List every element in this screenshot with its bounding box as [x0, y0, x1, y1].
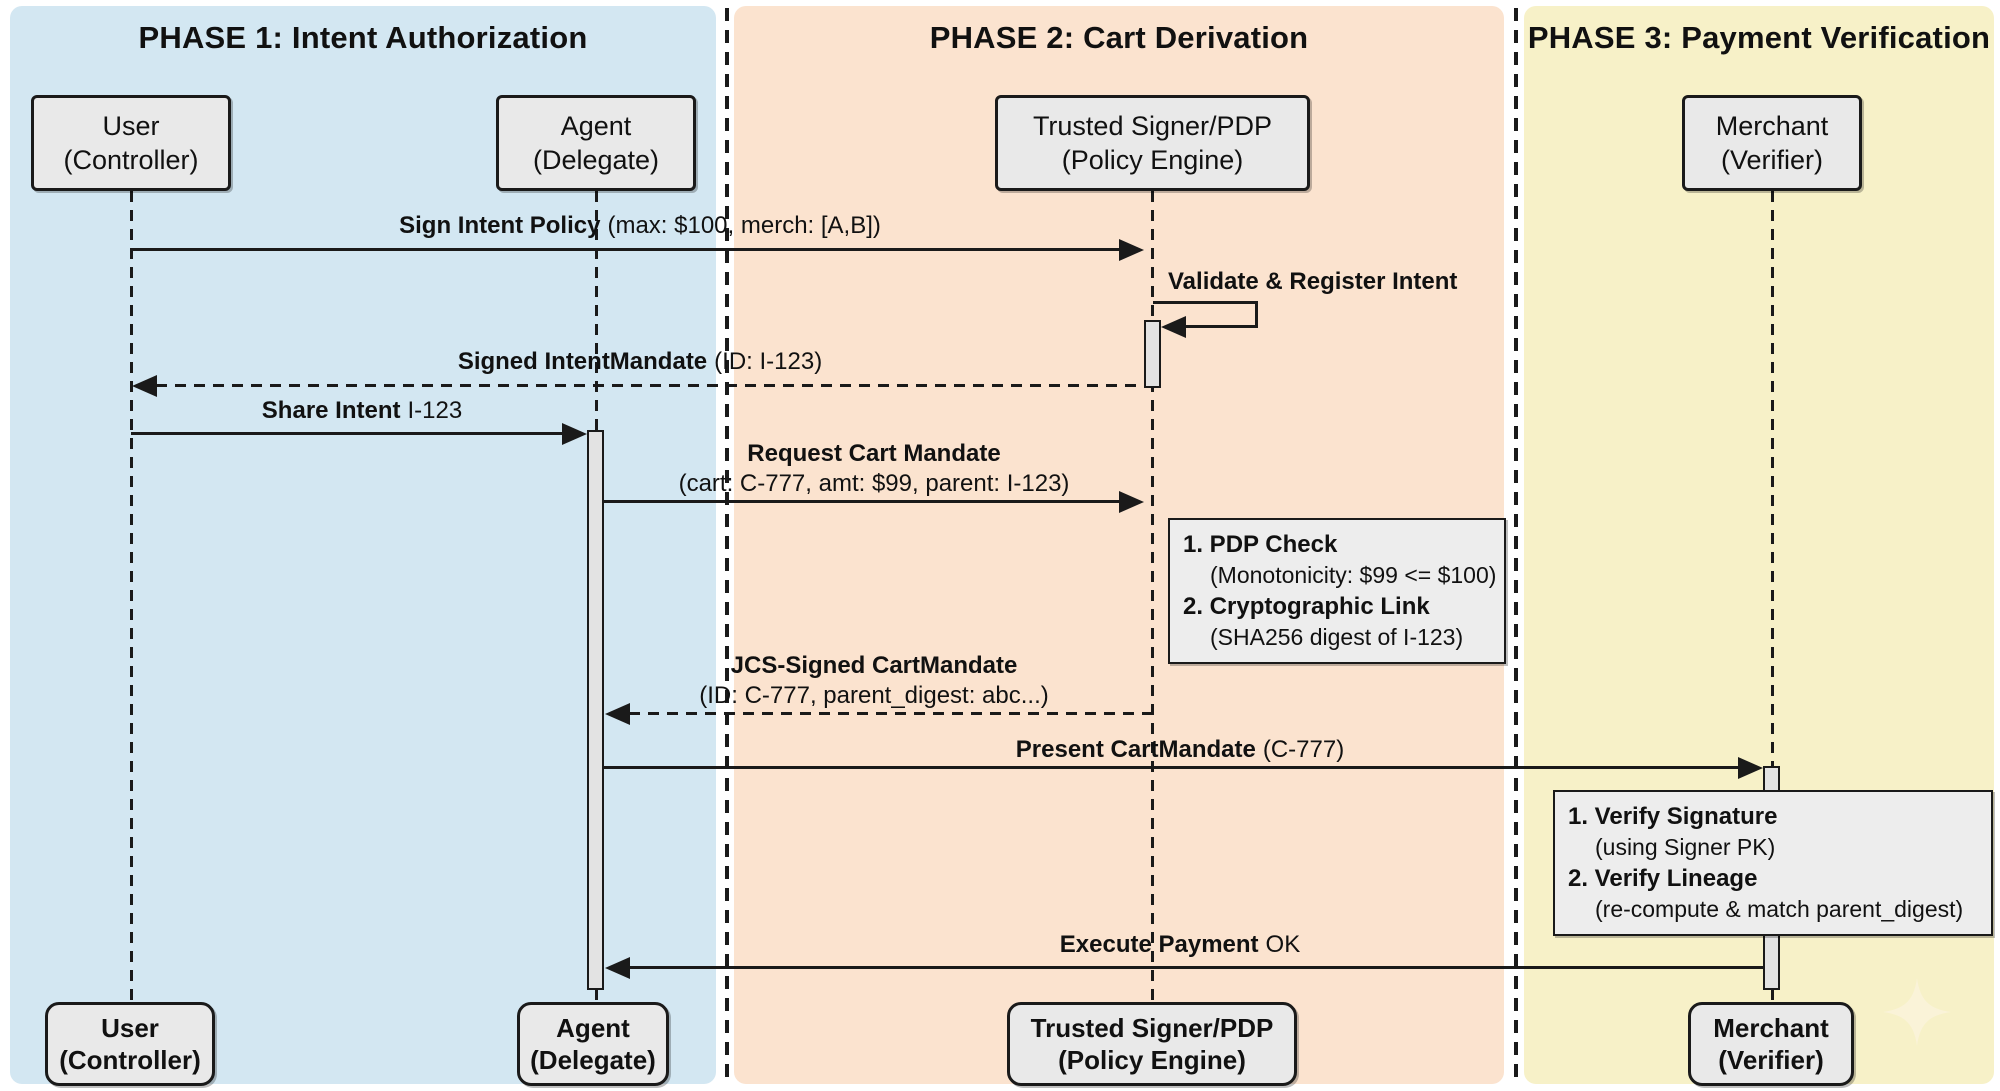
note-item-title: 1. Verify Signature [1568, 803, 1778, 830]
msg-text: JCS-Signed CartMandate [730, 652, 1018, 679]
msg-jcs-cart-line [629, 712, 1151, 715]
participant-user-top: User (Controller) [31, 95, 231, 191]
msg-execute-line [629, 966, 1763, 969]
msg-request-cart-arrowhead [1119, 491, 1144, 513]
participant-merchant-top: Merchant (Verifier) [1682, 95, 1862, 191]
msg-text: Sign Intent Policy [399, 212, 601, 239]
note-item-detail: (re-compute & match parent_digest) [1595, 896, 1964, 922]
participant-name: Agent [560, 111, 632, 141]
msg-validate-loop-top [1153, 301, 1258, 304]
msg-validate-loop-bottom [1184, 325, 1258, 328]
msg-sign-intent-label: Sign Intent Policy(max: $100, merch: [A,… [399, 212, 881, 240]
msg-jcs-cart-label: JCS-Signed CartMandate [731, 652, 1018, 680]
msg-jcs-cart-detail: (ID: C-777, parent_digest: abc...) [699, 682, 1049, 710]
participant-name: User [102, 111, 160, 141]
msg-text: Signed IntentMandate [457, 348, 708, 375]
participant-role: (Verifier) [1718, 1045, 1824, 1075]
msg-request-cart-line [604, 500, 1122, 503]
note-item-detail: (SHA256 digest of I-123) [1210, 624, 1464, 650]
participant-name: Agent [556, 1013, 630, 1043]
note-item-detail: (Monotonicity: $99 <= $100) [1210, 562, 1497, 588]
phase3-title: PHASE 3: Payment Verification [1527, 20, 1991, 55]
participant-role: (Policy Engine) [1061, 145, 1244, 175]
msg-execute-arrowhead [605, 957, 630, 979]
activation-bar-agent [587, 430, 604, 990]
participant-name: Merchant [1713, 1013, 1829, 1043]
msg-text: Present CartMandate [1015, 736, 1256, 763]
msg-signed-mandate-label: Signed IntentMandate(ID: I-123) [458, 348, 822, 376]
msg-text: Validate & Register Intent [1168, 268, 1458, 295]
participant-merchant-bottom: Merchant (Verifier) [1688, 1002, 1854, 1086]
participant-name: User [101, 1013, 159, 1043]
msg-validate-arrowhead [1161, 316, 1186, 338]
participant-role: (Delegate) [532, 145, 660, 175]
phase1-title: PHASE 1: Intent Authorization [138, 20, 588, 55]
msg-text: Execute Payment [1059, 931, 1259, 958]
participant-name: Trusted Signer/PDP [1030, 1013, 1274, 1043]
msg-detail: (cart: C-777, amt: $99, parent: I-123) [678, 470, 1070, 497]
phase2-title: PHASE 2: Cart Derivation [929, 20, 1309, 55]
msg-text: Share Intent [261, 397, 401, 424]
msg-validate-label: Validate & Register Intent [1168, 268, 1457, 296]
msg-present-cart-line [604, 766, 1740, 769]
msg-request-cart-detail: (cart: C-777, amt: $99, parent: I-123) [679, 470, 1070, 498]
note-item-title: 1. PDP Check [1183, 531, 1338, 558]
msg-present-cart-label: Present CartMandate(C-777) [1016, 736, 1344, 764]
msg-present-cart-arrowhead [1738, 757, 1763, 779]
phase-separator-2-3 [1514, 8, 1518, 1086]
participant-role: (Verifier) [1720, 145, 1823, 175]
phase-separator-1-2 [725, 8, 729, 1086]
participant-signer-bottom: Trusted Signer/PDP (Policy Engine) [1007, 1002, 1297, 1086]
participant-name: Trusted Signer/PDP [1032, 111, 1273, 141]
msg-share-intent-arrowhead [562, 423, 587, 445]
msg-text: Request Cart Mandate [747, 440, 1001, 467]
note-item-title: 2. Verify Lineage [1568, 865, 1758, 892]
participant-agent-bottom: Agent (Delegate) [517, 1002, 669, 1086]
msg-detail: (ID: I-123) [714, 348, 823, 375]
lifeline-signer [1151, 191, 1154, 1002]
msg-detail: (max: $100, merch: [A,B]) [607, 212, 881, 239]
participant-role: (Delegate) [530, 1045, 656, 1075]
note-item-title: 2. Cryptographic Link [1183, 593, 1430, 620]
participant-role: (Policy Engine) [1058, 1045, 1246, 1075]
participant-agent-top: Agent (Delegate) [496, 95, 696, 191]
msg-request-cart-label: Request Cart Mandate [747, 440, 1000, 468]
msg-sign-intent-line [131, 248, 1122, 251]
msg-jcs-cart-arrowhead [605, 703, 630, 725]
lifeline-merchant [1771, 191, 1774, 1002]
note-verify: 1. Verify Signature (using Signer PK) 2.… [1553, 790, 1993, 936]
msg-detail: I-123 [407, 397, 463, 424]
msg-signed-mandate-line [156, 384, 1144, 387]
participant-role: (Controller) [63, 145, 199, 175]
participant-user-bottom: User (Controller) [45, 1002, 215, 1086]
note-item-detail: (using Signer PK) [1595, 834, 1776, 860]
msg-detail: OK [1265, 931, 1301, 958]
participant-name: Merchant [1715, 111, 1829, 141]
participant-role: (Controller) [59, 1045, 201, 1075]
lifeline-user [130, 191, 133, 1002]
activation-bar-signer [1144, 320, 1161, 388]
note-pdp-check: 1. PDP Check (Monotonicity: $99 <= $100)… [1168, 518, 1506, 664]
msg-detail: (ID: C-777, parent_digest: abc...) [699, 682, 1049, 709]
msg-validate-loop-right [1255, 301, 1258, 328]
sparkle-icon [1883, 978, 1951, 1046]
participant-signer-top: Trusted Signer/PDP (Policy Engine) [995, 95, 1310, 191]
msg-signed-mandate-arrowhead [132, 375, 157, 397]
msg-sign-intent-arrowhead [1119, 239, 1144, 261]
msg-detail: (C-777) [1262, 736, 1345, 763]
msg-share-intent-line [131, 432, 563, 435]
